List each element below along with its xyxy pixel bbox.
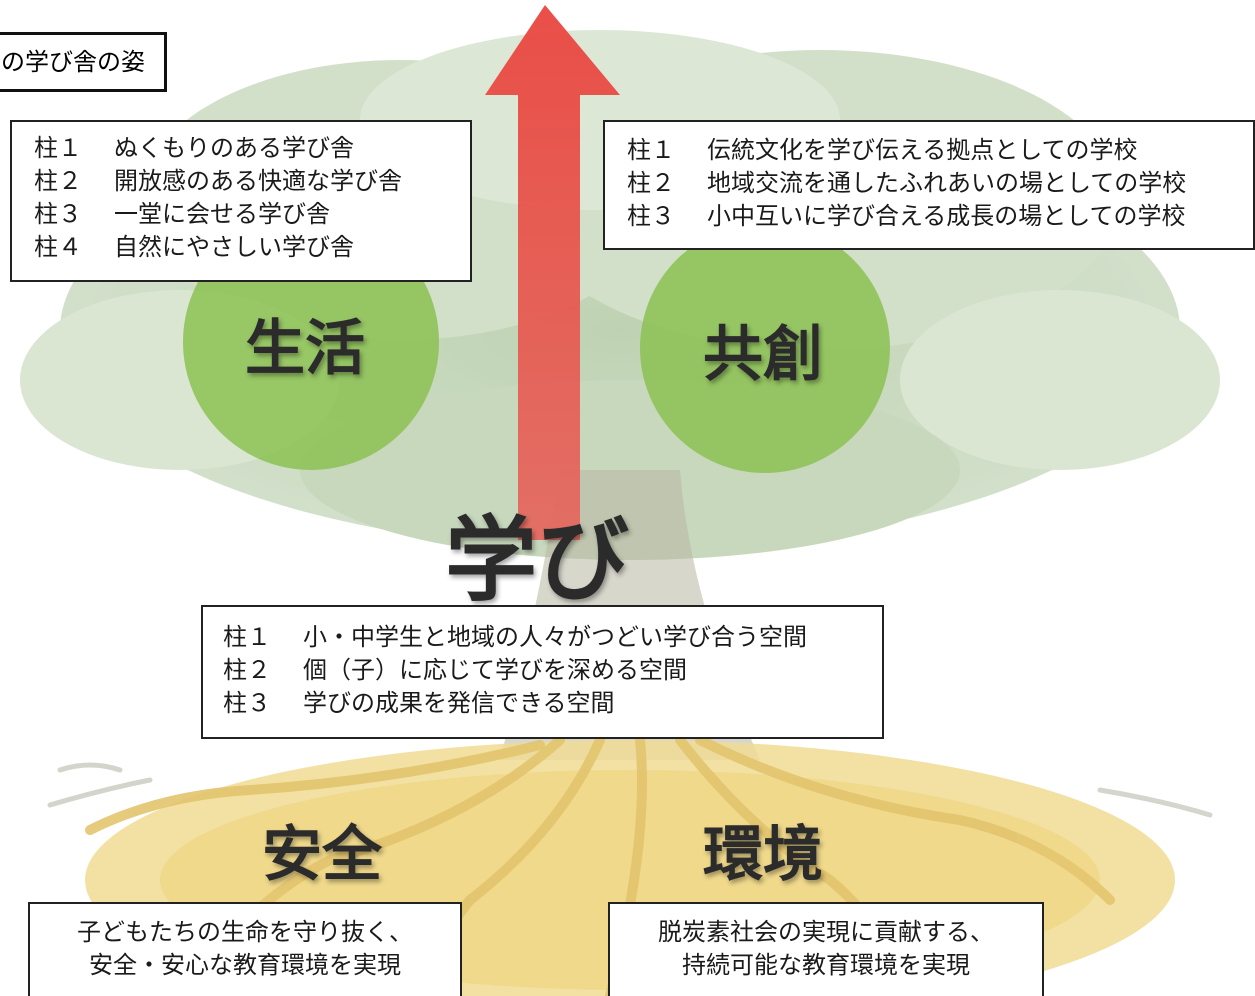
growth-arrow — [485, 5, 620, 540]
pillar-num: 柱３ — [34, 200, 82, 228]
pillar-text: 地域交流を通したふれあいの場としての学校 — [707, 169, 1187, 197]
pillar-num: 柱１ — [223, 623, 271, 651]
pillar-text: ぬくもりのある学び舎 — [114, 134, 354, 162]
page-title: の学び舎の姿 — [0, 32, 167, 92]
kyoso-pillars-box: 柱１ 伝統文化を学び伝える拠点としての学校 柱２ 地域交流を通したふれあいの場として… — [603, 120, 1255, 250]
anzen-line: 子どもたちの生命を守り抜く、 — [77, 918, 413, 946]
label-anzen: 安全 — [262, 820, 382, 890]
pillar-text: 開放感のある快適な学び舎 — [114, 167, 402, 195]
pillar-num: 柱２ — [34, 167, 82, 195]
anzen-box: 子どもたちの生命を守り抜く、 安全・安心な教育環境を実現 — [28, 902, 462, 996]
pillar-num: 柱２ — [223, 656, 271, 684]
pillar-num: 柱３ — [223, 689, 271, 717]
kankyo-box: 脱炭素社会の実現に貢献する、 持続可能な教育環境を実現 — [608, 902, 1044, 996]
pillar-text: 学びの成果を発信できる空間 — [303, 689, 615, 717]
label-kankyo: 環境 — [703, 820, 823, 890]
kankyo-line: 脱炭素社会の実現に貢献する、 — [658, 918, 994, 946]
kankyo-line: 持続可能な教育環境を実現 — [682, 951, 970, 979]
label-seikatsu: 生活 — [245, 314, 365, 384]
pillar-text: 自然にやさしい学び舎 — [114, 233, 354, 261]
pillar-num: 柱３ — [627, 202, 675, 230]
anzen-line: 安全・安心な教育環境を実現 — [89, 951, 401, 979]
pillar-num: 柱１ — [627, 136, 675, 164]
pillar-num: 柱１ — [34, 134, 82, 162]
manabi-pillars-box: 柱１ 小・中学生と地域の人々がつどい学び合う空間 柱２ 個（子）に応じて学びを深める… — [201, 605, 884, 739]
pillar-text: 小中互いに学び合える成長の場としての学校 — [707, 202, 1186, 230]
pillar-num: 柱２ — [627, 169, 675, 197]
circle-kyoso — [640, 223, 890, 473]
pillar-text: 小・中学生と地域の人々がつどい学び合う空間 — [303, 623, 807, 651]
label-kyoso: 共創 — [703, 320, 823, 390]
label-manabi: 学び — [445, 507, 630, 614]
pillar-text: 伝統文化を学び伝える拠点としての学校 — [707, 136, 1138, 164]
pillar-num: 柱４ — [34, 233, 82, 261]
pillar-text: 一堂に会せる学び舎 — [114, 200, 330, 228]
pillar-text: 個（子）に応じて学びを深める空間 — [303, 656, 687, 684]
